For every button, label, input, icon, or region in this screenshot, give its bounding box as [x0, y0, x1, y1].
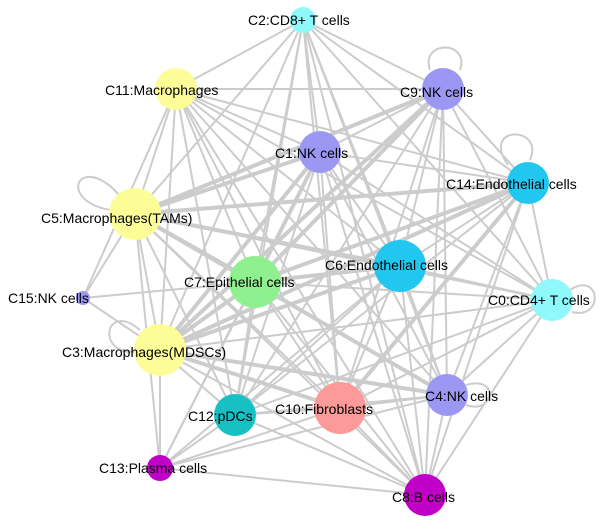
edge-c12-c14 — [234, 182, 529, 416]
self-loop-c5 — [77, 175, 121, 211]
edge-c7-c9 — [253, 87, 445, 284]
edge-c11-c12 — [175, 88, 236, 416]
node-c3 — [134, 324, 186, 376]
edge-c4-c11 — [175, 88, 448, 396]
edge-c7-c11 — [175, 88, 256, 283]
edge-c5-c12 — [134, 213, 236, 416]
edge-c2-c11 — [175, 19, 304, 90]
node-c8 — [404, 474, 446, 516]
edge-c8-c13 — [159, 467, 426, 496]
edge-c4-c7 — [254, 281, 448, 396]
node-c7 — [229, 256, 281, 308]
edge-c7-c13 — [159, 281, 256, 469]
edge-c8-c12 — [234, 414, 426, 496]
self-loop-c3 — [108, 320, 141, 354]
node-label-c12: C12:pDCs — [188, 408, 253, 424]
node-label-c6: C6:Endothelial cells — [325, 257, 448, 273]
node-label-c0: C0:CD4+ T cells — [488, 292, 590, 308]
edge-c6-c12 — [234, 265, 401, 416]
edge-c2-c9 — [302, 19, 444, 90]
node-c6 — [374, 240, 426, 292]
edge-c2-c6 — [302, 19, 401, 267]
node-c4 — [426, 374, 468, 416]
edge-c1-c5 — [133, 150, 322, 216]
node-label-c8: C8:B cells — [392, 489, 455, 505]
edge-c6-c11 — [175, 88, 401, 267]
edge-c6-c9 — [399, 88, 444, 267]
edge-c8-c14 — [424, 182, 529, 496]
self-loops-layer — [77, 46, 596, 408]
self-loop-c9 — [427, 46, 463, 71]
edge-c0-c12 — [234, 299, 553, 416]
node-label-c10: C10:Fibroblasts — [275, 401, 373, 417]
edge-c9-c12 — [234, 88, 444, 416]
nodes-layer — [76, 7, 573, 516]
edge-c2-c3 — [159, 19, 304, 351]
self-loop-c4 — [465, 382, 491, 408]
node-c14 — [507, 162, 549, 204]
node-c15 — [76, 291, 90, 305]
edge-c1-c9 — [319, 88, 444, 153]
edge-c0-c4 — [446, 299, 553, 396]
node-label-c13: C13:Plasma cells — [99, 460, 207, 476]
node-label-c1: C1:NK cells — [275, 145, 348, 161]
self-loop-c0 — [569, 284, 596, 314]
node-label-c3: C3:Macrophages(MDSCs) — [62, 344, 226, 360]
node-label-c9: C9:NK cells — [400, 84, 473, 100]
node-c2 — [290, 7, 316, 33]
node-label-c4: C4:NK cells — [425, 388, 498, 404]
node-label-c2: C2:CD8+ T cells — [248, 12, 350, 28]
edge-c5-c10 — [134, 213, 341, 409]
node-c13 — [147, 455, 173, 481]
node-label-c7: C7:Epithelial cells — [184, 274, 295, 290]
node-c11 — [155, 68, 197, 110]
node-c0 — [531, 279, 573, 321]
node-label-c14: C14:Endothelial cells — [446, 176, 577, 192]
edge-c10-c11 — [175, 88, 341, 409]
edge-c7-c15 — [82, 281, 256, 299]
edge-c5-c14 — [133, 181, 530, 216]
edge-c7-c14 — [253, 181, 530, 284]
edge-c4-c13 — [159, 394, 448, 469]
edge-c5-c9 — [133, 87, 445, 216]
edge-c10-c14 — [338, 181, 530, 410]
edge-c4-c14 — [446, 182, 529, 396]
node-label-c15: C15:NK cells — [8, 290, 89, 306]
node-c9 — [422, 68, 464, 110]
node-c12 — [214, 394, 256, 436]
node-c5 — [109, 188, 161, 240]
node-c1 — [299, 131, 341, 173]
edge-c6-c13 — [159, 265, 401, 469]
edge-c1-c11 — [175, 88, 321, 153]
edge-c11-c14 — [175, 88, 529, 184]
edge-c0-c2 — [302, 19, 553, 301]
node-c10 — [314, 382, 366, 434]
edge-c8-c9 — [424, 88, 444, 496]
edge-c2-c12 — [234, 19, 304, 416]
edge-c3-c9 — [158, 87, 445, 352]
edge-c3-c6 — [158, 264, 402, 352]
edge-c9-c14 — [442, 88, 529, 184]
edge-c1-c8 — [319, 151, 426, 496]
edge-c3-c14 — [158, 181, 530, 352]
labels-layer: C0:CD4+ T cells C1:NK cells C2:CD8+ T cell… — [8, 12, 590, 505]
node-label-c11: C11:Macrophages — [105, 82, 218, 98]
edge-c4-c9 — [442, 88, 448, 396]
edge-c2-c5 — [134, 19, 304, 215]
edge-c6-c8 — [399, 265, 426, 496]
edge-c8-c11 — [175, 88, 426, 496]
edge-c3-c10 — [158, 348, 342, 410]
node-label-c5: C5:Macrophages(TAMs) — [41, 210, 192, 226]
self-loop-c14 — [500, 133, 534, 166]
edge-c10-c13 — [159, 407, 341, 469]
edge-c3-c8 — [159, 349, 426, 496]
